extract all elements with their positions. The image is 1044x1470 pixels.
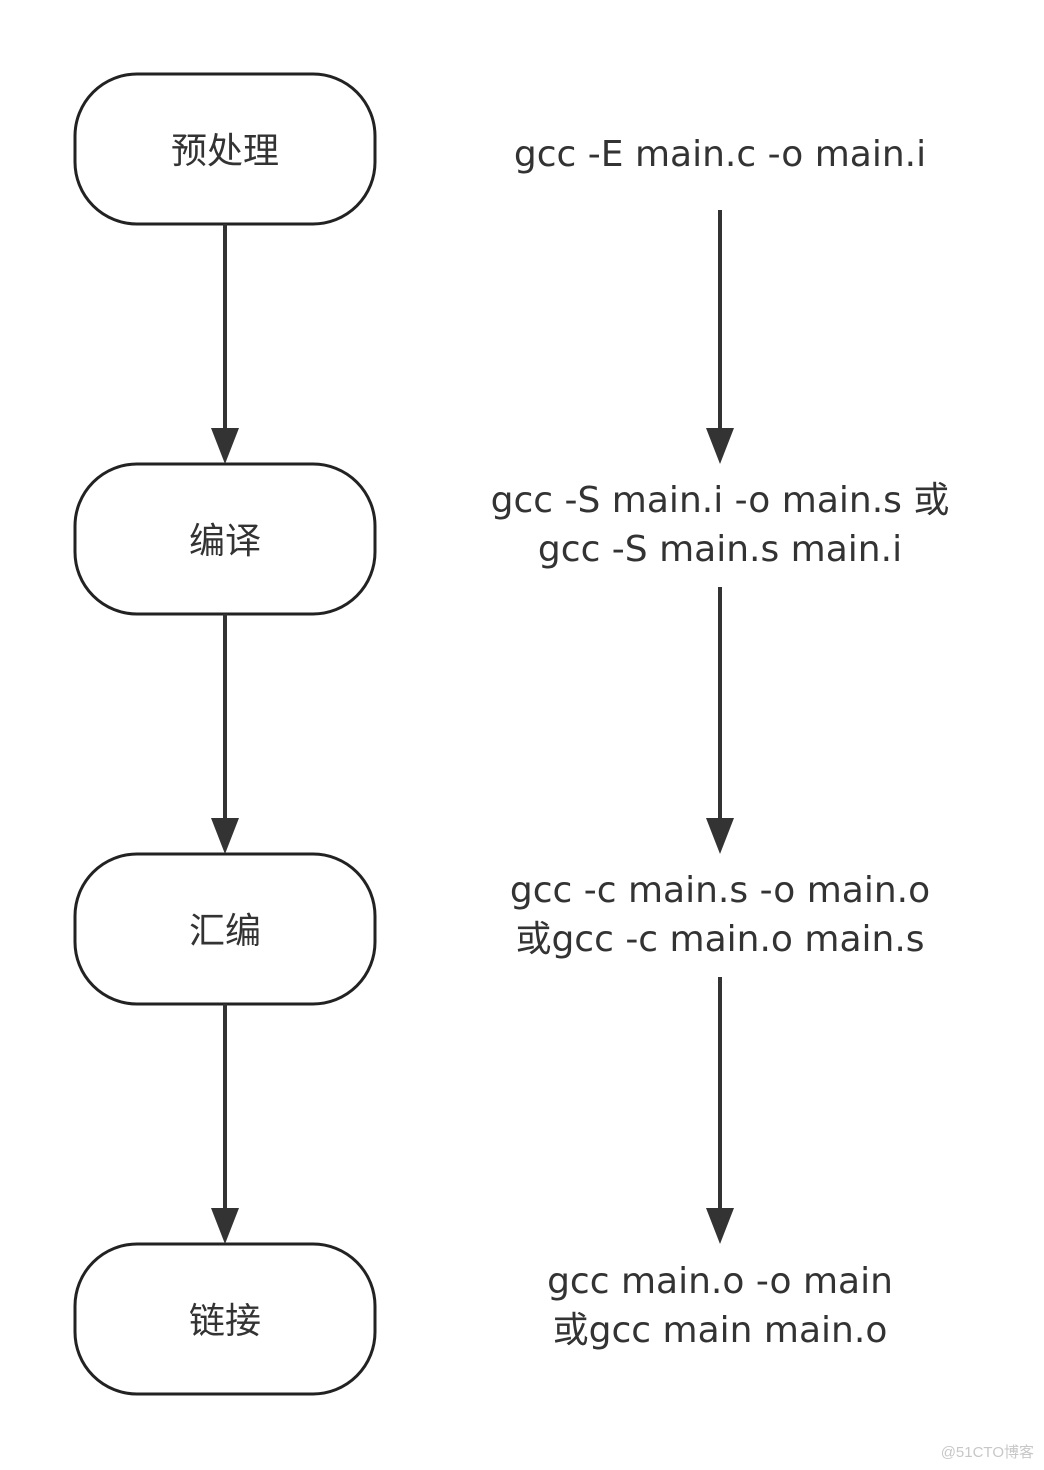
command-compile: gcc -S main.i -o main.s 或 gcc -S main.s … [491,480,950,570]
command-line: gcc -c main.s -o main.o [510,870,930,911]
command-line: gcc -S main.s main.i [538,529,902,570]
command-preprocess: gcc -E main.c -o main.i [514,134,926,175]
command-line: gcc -E main.c -o main.i [514,134,926,175]
command-assemble: gcc -c main.s -o main.o 或gcc -c main.o m… [510,870,930,960]
arrow-cmd-compile-to-assemble [706,587,734,854]
arrow-preprocess-to-compile [211,224,239,464]
stage-label-compile: 编译 [189,521,261,562]
arrow-cmd-assemble-to-link [706,977,734,1244]
stage-label-link: 链接 [189,1301,261,1342]
stage-node-compile: 编译 [73,462,377,616]
command-line: gcc -S main.i -o main.s 或 [491,480,950,521]
stage-node-assemble: 汇编 [73,852,377,1006]
arrow-compile-to-assemble [211,614,239,854]
arrow-assemble-to-link [211,1004,239,1244]
command-link: gcc main.o -o main 或gcc main main.o [547,1261,893,1351]
command-line: 或gcc -c main.o main.s [515,919,924,960]
arrow-cmd-preprocess-to-compile [706,210,734,464]
stage-node-link: 链接 [73,1242,377,1396]
watermark: @51CTO博客 [940,1444,1034,1461]
command-line: 或gcc main main.o [553,1310,888,1351]
command-line: gcc main.o -o main [547,1261,893,1302]
stage-label-preprocess: 预处理 [171,131,279,172]
stage-label-assemble: 汇编 [189,911,261,952]
stage-node-preprocess: 预处理 [73,72,377,226]
